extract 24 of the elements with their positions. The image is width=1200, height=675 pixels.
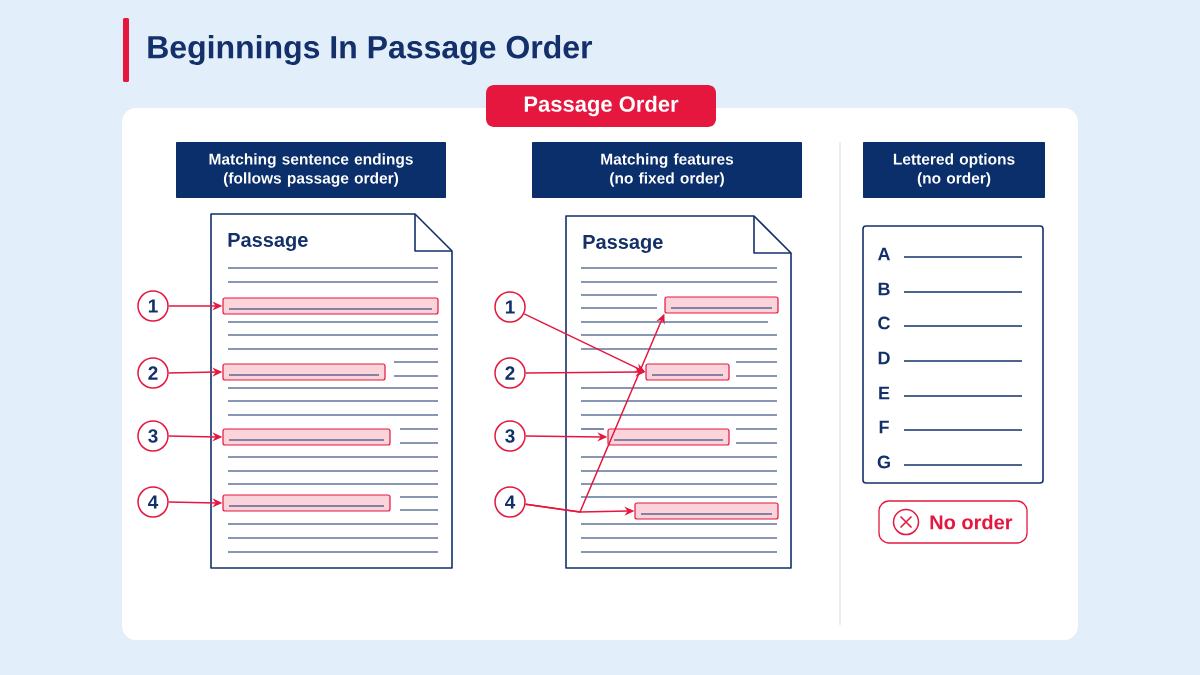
highlight-bar: [222, 494, 391, 512]
column-header: Matching features (no fixed order): [532, 142, 802, 198]
option-letter: F: [879, 420, 889, 434]
option-letter: D: [878, 351, 890, 365]
highlight-bar: [607, 428, 730, 446]
section-badge: Passage Order: [486, 85, 716, 127]
highlight-bar: [634, 502, 779, 520]
highlight-bar: [222, 363, 386, 381]
option-letter: A: [877, 247, 891, 261]
column-header: Matching sentence endings (follows passage order): [176, 142, 446, 198]
document-title: Passage: [228, 233, 308, 251]
column-header: Lettered options (no order): [863, 142, 1045, 198]
status-badge: No order: [878, 500, 1028, 544]
highlight-bar: [645, 363, 730, 381]
document-title: Passage: [583, 235, 663, 253]
highlight-bar: [664, 296, 779, 314]
highlight-bar: [222, 428, 391, 446]
option-letter: G: [877, 455, 890, 469]
option-letter: E: [879, 386, 890, 400]
option-letter: B: [878, 282, 890, 296]
highlight-bar: [222, 297, 439, 315]
option-letter: C: [878, 316, 890, 330]
title: Beginnings In Passage Order: [148, 35, 593, 65]
options-list: [862, 225, 1044, 484]
